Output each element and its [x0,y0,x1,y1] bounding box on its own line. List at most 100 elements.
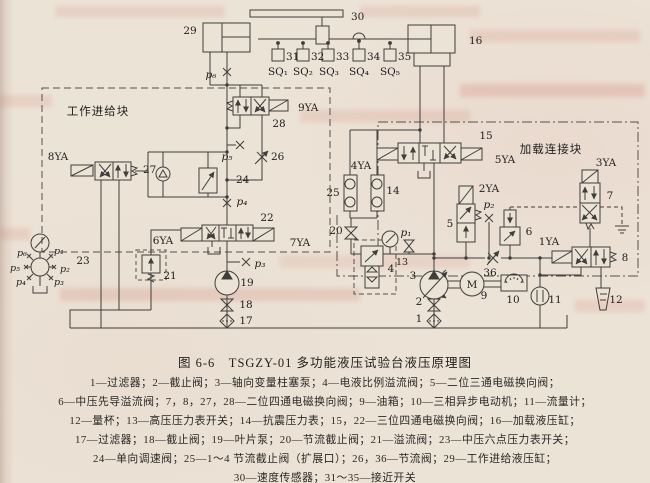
label-p2: p₂ [484,199,495,211]
label-comp-23: 23 [76,255,89,267]
label-switch-31: 31 [286,51,299,63]
label-comp-22: 22 [260,212,273,224]
label-switch-32: 32 [311,51,324,63]
electric-motor [459,271,485,297]
label-3ya: 3YA [596,157,617,169]
valve-22 [180,224,275,255]
label-comp-20: 20 [329,225,342,237]
label-4ya: 4YA [351,160,372,172]
label-comp-8: 8 [622,252,629,264]
label-p3: p₃ [255,258,266,270]
label-comp-7: 7 [607,190,614,202]
label-switch-34: 34 [367,51,381,63]
test-port-columns [343,174,385,212]
label-comp-10: 10 [506,294,519,306]
gauge-14 [381,230,399,248]
throttle-stop-20 [343,226,359,240]
label-motor: M [467,279,478,291]
pilot-relief-6 [499,209,521,246]
label-5ya: 5YA [495,154,516,166]
measuring-cup [595,287,611,311]
label-comp-30: 30 [351,11,364,23]
label-sq5: SQ₅ [380,66,400,78]
label-comp-26: 26 [271,151,285,163]
label-comp-16: 16 [469,35,483,47]
label-comp-4: 4 [388,263,395,275]
figure-legend: 1—过滤器；2—截止阀；3—轴向变量柱塞泵；4—电液比例溢流阀；5—二位三通电磁… [0,374,650,483]
work-feed-block-border [41,87,331,253]
label-comp-12: 12 [609,294,622,306]
legend-line: 30—速度传感器；31～35—接近开关 [233,472,417,483]
speed-control-valve [155,166,218,194]
label-comp-15: 15 [479,130,492,142]
label-comp-17: 17 [239,315,252,327]
hydraulic-schematic: 30 29 16 31 32 33 34 35 SQ₁ SQ₂ SQ₃ SQ₄ … [10,9,639,329]
variable-pump [419,270,449,300]
proximity-switches [271,39,397,62]
stop-valve-18 [219,298,235,312]
components [23,9,618,329]
label-9ya: 9YA [298,102,319,114]
label-comp-21: 21 [163,270,176,282]
valve-28 [225,96,289,116]
valve-27 [70,161,139,181]
legend-line: 17—过滤器；18—截止阀；19—叶片泵；20—节流截止阀；21—溢流阀；23—… [74,434,576,446]
label-6ya: 6YA [153,235,174,247]
label-7ya: 7YA [290,237,311,249]
label-g-p4: p₄ [16,277,26,288]
speed-sensor [249,9,344,45]
gauge-switch-23 [23,233,57,294]
label-2ya: 2YA [479,183,500,195]
proportional-valve-border [353,239,397,295]
label-g-p2: p₂ [60,264,70,275]
valve-8 [551,246,618,268]
label-p1: p₁ [401,227,412,239]
stop-valve-2 [426,298,442,312]
valve-5 [456,185,483,243]
legend-line: 12—量杯；13—高压压力表开关；14—抗震压力表；15，22—三位四通电磁换向… [69,415,581,427]
label-p5: p₅ [222,151,234,163]
label-comp-28: 28 [272,118,285,130]
label-sq2: SQ₂ [293,66,313,78]
label-g-p5: p₅ [10,263,20,274]
label-comp-6: 6 [526,226,533,238]
label-work-feed-block: 工作进给块 [67,104,130,118]
label-switch-33: 33 [336,51,349,63]
label-g-p3: p₃ [54,277,64,288]
label-g-p6: p₆ [17,248,27,259]
label-comp-25: 25 [326,187,339,199]
pressure-test-points [222,67,494,267]
label-switch-35: 35 [398,51,411,63]
legend-line: 6—中压先导溢流阀；7，8，27，28—二位四通电磁换向阀；9—油箱；10—三相… [58,396,592,408]
valve-7 [579,169,601,231]
proportional-relief-4 [360,245,384,289]
label-comp-36: 36 [483,267,497,279]
label-comp-19: 19 [240,277,253,289]
filter-1 [426,313,442,329]
relief-valve-21 [141,254,161,283]
label-sq4: SQ₄ [349,66,369,78]
label-g-p1: p₁ [54,246,64,257]
tachometer [500,273,528,292]
vane-pump [214,270,240,296]
label-sq1: SQ₁ [268,66,288,78]
label-comp-3: 3 [410,270,417,282]
label-comp-1: 1 [416,313,423,325]
work-feed-cylinder [202,22,251,53]
label-comp-29: 29 [183,25,196,37]
filter-17 [219,313,235,329]
label-loading-block: 加载连接块 [520,142,583,156]
label-comp-27: 27 [143,164,156,176]
label-sq3: SQ₃ [319,66,339,78]
label-comp-14: 14 [386,185,400,197]
diagram-labels: 30 29 16 31 32 33 34 35 SQ₁ SQ₂ SQ₃ SQ₄ … [10,11,628,327]
loading-cylinder [407,24,456,67]
label-comp-2: 2 [416,296,423,308]
throttle-26 [254,150,269,165]
gauge-switch-13 [402,239,416,253]
label-comp-11: 11 [548,294,561,306]
legend-line: 1—过滤器；2—截止阀；3—轴向变量柱塞泵；4—电液比例溢流阀；5—二位三通电磁… [89,377,561,389]
valve-15 [376,142,483,179]
block-boundaries [41,87,639,295]
